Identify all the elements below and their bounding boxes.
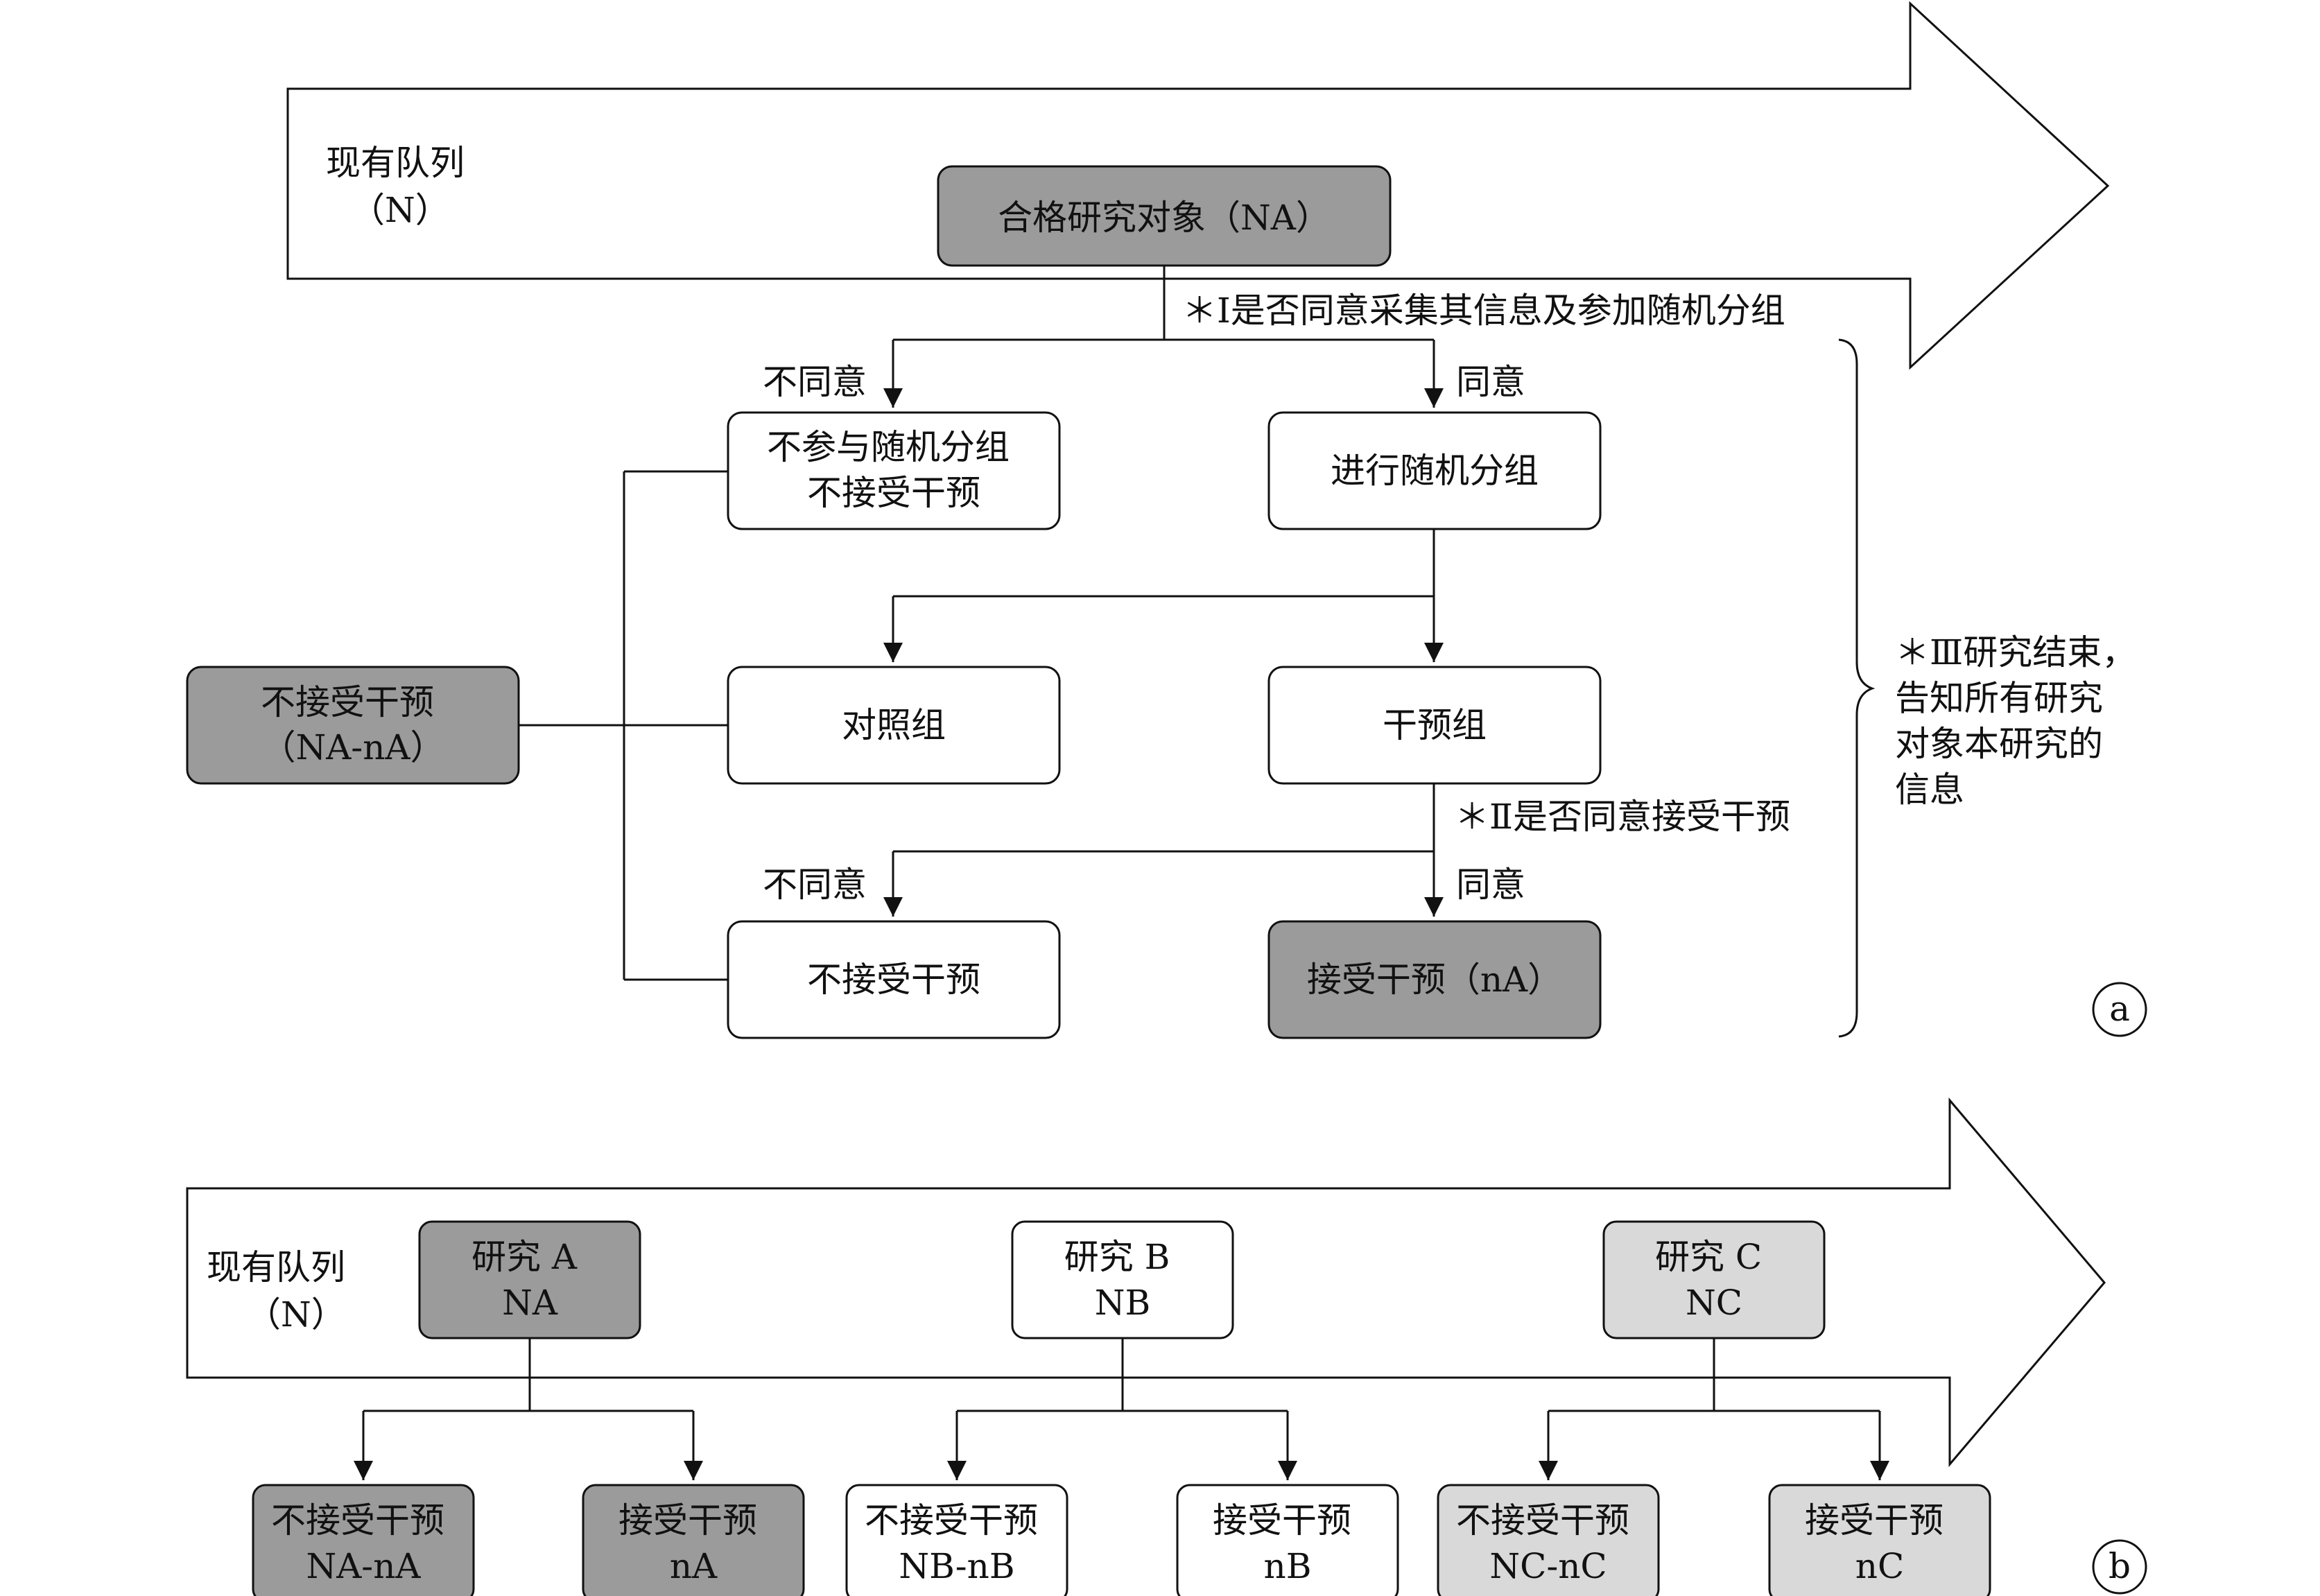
study-c-intervention-label: 接受干预 nC xyxy=(1805,1500,1955,1586)
study-a-group: 研究 A NA 不接受干预 NA-nA 接受干预 nA xyxy=(252,1220,805,1596)
study-c-title: 研究 C NC xyxy=(1655,1237,1773,1323)
no-intervention-total-label: 不接受干预 （NA-nA） xyxy=(261,682,445,767)
question-1-label: ＊Ⅰ是否同意采集其信息及参加随机分组 xyxy=(1182,290,1785,331)
declined-intervention-label: 不接受干预 xyxy=(807,960,980,1000)
study-c-group: 研究 C NC 不接受干预 NC-nC 接受干预 nC xyxy=(1437,1220,1991,1596)
control-group-label: 对照组 xyxy=(842,705,946,745)
agree-1-label: 同意 xyxy=(1456,362,1525,402)
study-b-no-intervention-box xyxy=(845,1484,1068,1596)
panel-a: 现有队列 （N） 合格研究对象（NA） ＊Ⅰ是否同意采集其信息及参加随机分组 不… xyxy=(186,1,2147,1039)
question-2-label: ＊Ⅱ是否同意接受干预 xyxy=(1455,797,1790,837)
cohort-label-a: 现有队列 （N） xyxy=(326,143,476,230)
study-a-title: 研究 A NA xyxy=(471,1237,588,1323)
study-c-no-intervention-label: 不接受干预 NC-nC xyxy=(1456,1500,1641,1586)
study-a-no-intervention-box xyxy=(252,1484,475,1596)
randomize-label: 进行随机分组 xyxy=(1331,451,1539,491)
no-randomize-label: 不参与随机分组 不接受干预 xyxy=(767,427,1021,513)
agree-2-label: 同意 xyxy=(1456,865,1525,905)
panel-marker-a xyxy=(2092,982,2147,1037)
panel-marker-b-label: b xyxy=(2109,1546,2131,1586)
study-b-title: 研究 B NB xyxy=(1064,1237,1181,1323)
disagree-1-label: 不同意 xyxy=(763,362,867,402)
study-b-intervention-box xyxy=(1176,1484,1399,1596)
study-b-intervention-label: 接受干预 nB xyxy=(1213,1500,1362,1586)
declined-intervention-box xyxy=(727,920,1061,1039)
cohort-label-b: 现有队列 （N） xyxy=(207,1247,356,1335)
study-end-brace xyxy=(1838,338,1876,1038)
intervention-group-label: 干预组 xyxy=(1383,705,1487,745)
accepted-intervention-box xyxy=(1267,920,1602,1039)
disagree-2-label: 不同意 xyxy=(763,865,867,905)
panel-marker-a-label: a xyxy=(2109,989,2130,1029)
panel-b: 现有队列 （N） 研究 A NA 不接受干预 NA-nA 接受干预 nA xyxy=(186,1097,2147,1596)
study-c-intervention-box xyxy=(1768,1484,1991,1596)
study-c-no-intervention-box xyxy=(1437,1484,1660,1596)
study-a-no-intervention-label: 不接受干预 NA-nA xyxy=(271,1500,456,1586)
accepted-intervention-label: 接受干预（nA） xyxy=(1307,960,1562,1000)
study-end-note: ＊Ⅲ研究结束， 告知所有研究 对象本研究的 信息 xyxy=(1895,632,2147,810)
study-b-group: 研究 B NB 不接受干预 NB-nB 接受干预 nB xyxy=(845,1220,1399,1596)
panel-marker-b xyxy=(2092,1539,2147,1595)
study-b-no-intervention-label: 不接受干预 NB-nB xyxy=(865,1500,1049,1586)
eligible-subjects-label: 合格研究对象（NA） xyxy=(998,198,1331,238)
study-a-intervention-label: 接受干预 nA xyxy=(618,1500,768,1586)
study-a-intervention-box xyxy=(582,1484,805,1596)
